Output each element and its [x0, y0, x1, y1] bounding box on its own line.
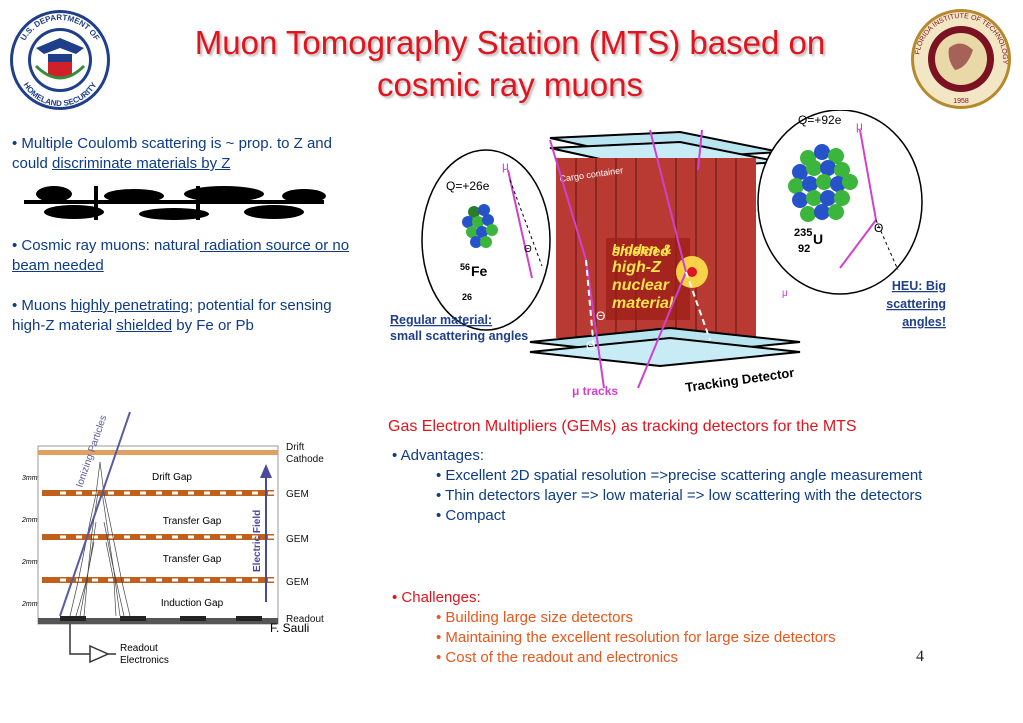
scattering-formula-graphic — [24, 186, 326, 220]
bullet-cosmic-text: • Cosmic ray muons: natural — [12, 237, 200, 254]
gem-figure: Ionizing Particles Electric Field Drift … — [21, 411, 324, 666]
dim-2mm-3: 2mm — [21, 601, 38, 608]
tracking-detector-label: Tracking Detector — [684, 365, 795, 395]
material-line-1: high-Z — [612, 259, 662, 276]
u-z: 92 — [798, 243, 810, 255]
q-fe-label: Q=+26e — [446, 179, 490, 193]
heu-line-2: scattering — [886, 297, 946, 311]
material-line-2: nuclear — [612, 277, 670, 294]
gem-label-1: GEM — [286, 489, 309, 500]
amplifier-icon — [89, 644, 110, 664]
fe-z: 26 — [462, 292, 472, 302]
hidden-label: hidden & — [612, 241, 672, 257]
electric-field-label: Electric Field — [252, 510, 263, 572]
readout-label: Readout — [286, 614, 324, 625]
mu-tracks-label: μ tracks — [572, 384, 618, 398]
challenges-heading: • Challenges: — [392, 589, 481, 606]
bullet-pen-text1: • Muons — [12, 297, 71, 314]
advantages-heading: • Advantages: — [392, 447, 484, 464]
bullet-cosmic-link: radiation source or no beam needed — [12, 237, 350, 274]
fe-mass: 56 — [460, 262, 470, 272]
readout-board — [38, 618, 278, 624]
fe-nucleus-icon — [462, 204, 498, 248]
bullet-pen-link2: shielded — [116, 317, 173, 334]
challenge-2: • Maintaining the excellent resolution f… — [436, 629, 836, 646]
challenge-1: • Building large size detectors — [436, 609, 634, 626]
bullet-pen-text2: ; potential for sensing high-Z material — [12, 297, 332, 334]
bullet-pen-text3: by Fe or Pb — [172, 317, 254, 334]
drift-gap-label: Drift Gap — [152, 472, 192, 483]
transfer-gap-2-label: Transfer Gap — [163, 554, 222, 565]
u-mass: 235 — [794, 227, 812, 239]
gem-label-2: GEM — [286, 534, 309, 545]
page-number: 4 — [916, 648, 924, 665]
muon-tracks — [549, 129, 703, 389]
bullet-cosmic-muons: • Cosmic ray muons: natural radiation so… — [12, 236, 362, 276]
cathode-label: Cathode — [286, 454, 324, 465]
gem-heading-text: Gas Electron Multipliers (GEMs) as track… — [388, 418, 857, 435]
challenge-3: • Cost of the readout and electronics — [436, 649, 679, 666]
drift-cathode-plate — [38, 450, 278, 455]
dim-2mm-2: 2mm — [21, 559, 38, 566]
u-symbol: U — [813, 231, 823, 247]
u-nucleus-icon — [788, 144, 858, 222]
advantage-2: • Thin detectors layer => low material =… — [436, 487, 923, 504]
readout-electronics-2: Electronics — [120, 655, 169, 666]
bottom-detector-plate-2 — [529, 336, 801, 368]
bullet-scattering-text: • Multiple Coulomb scattering is ~ prop.… — [12, 135, 332, 172]
heu-line-1: HEU: Big — [892, 279, 946, 293]
mu-exit: μ — [782, 288, 788, 299]
dim-2mm-1: 2mm — [21, 517, 38, 524]
title-line-2: cosmic ray muons — [377, 66, 643, 103]
title-line-1: Muon Tomography Station (MTS) based on — [194, 24, 826, 61]
regular-material-sub: small scattering angles — [390, 329, 528, 343]
dhs-seal-logo: U.S. DEPARTMENT OF HOMELAND SECURITY — [10, 10, 110, 110]
challenges-section: • Challenges: • Building large size dete… — [392, 588, 932, 668]
bullet-penetrating: • Muons highly penetrating; potential fo… — [12, 296, 362, 336]
fit-seal-logo: FLORIDA INSTITUTE OF TECHNOLOGY 1958 — [911, 9, 1011, 109]
ionizing-particle-track — [59, 411, 131, 617]
transfer-gap-1-label: Transfer Gap — [163, 516, 222, 527]
advantages-section: • Advantages: • Excellent 2D spatial res… — [392, 446, 932, 526]
q-u-label: Q=+92e — [798, 113, 842, 127]
dim-3mm: 3mm — [22, 475, 38, 482]
theta-fe: Θ — [524, 244, 532, 255]
bullet-scattering-link: discriminate materials by Z — [52, 155, 231, 172]
credit-label: F. Sauli — [270, 621, 309, 635]
theta-container: Θ — [596, 309, 605, 323]
mu-u: μ — [856, 119, 863, 133]
theta-container-2: Θ — [586, 339, 595, 353]
regular-material-label: Regular material: — [390, 313, 492, 327]
gem-heading: Gas Electron Multipliers (GEMs) as track… — [388, 416, 857, 438]
shielded-label: shielded — [612, 243, 669, 259]
heu-line-3: angles! — [902, 315, 946, 329]
material-line-3: material — [612, 295, 674, 312]
mu-fe: μ — [502, 159, 509, 173]
slide-title: Muon Tomography Station (MTS) based on c… — [120, 22, 900, 106]
readout-electronics-1: Readout — [120, 643, 158, 654]
fe-symbol: Fe — [471, 263, 488, 279]
bullet-pen-link1: highly penetrating — [70, 297, 190, 314]
bullet-scattering: • Multiple Coulomb scattering is ~ prop.… — [12, 134, 362, 174]
advantage-1: • Excellent 2D spatial resolution =>prec… — [436, 467, 923, 484]
mts-figure: Cargo container hidden & shielded high-Z… — [390, 110, 946, 398]
gem-label-3: GEM — [286, 577, 309, 588]
fit-year: 1958 — [953, 98, 969, 105]
advantage-3: • Compact — [436, 507, 506, 524]
induction-gap-label: Induction Gap — [161, 598, 224, 609]
drift-label: Drift — [286, 442, 305, 453]
theta-u: Θ — [874, 221, 883, 235]
